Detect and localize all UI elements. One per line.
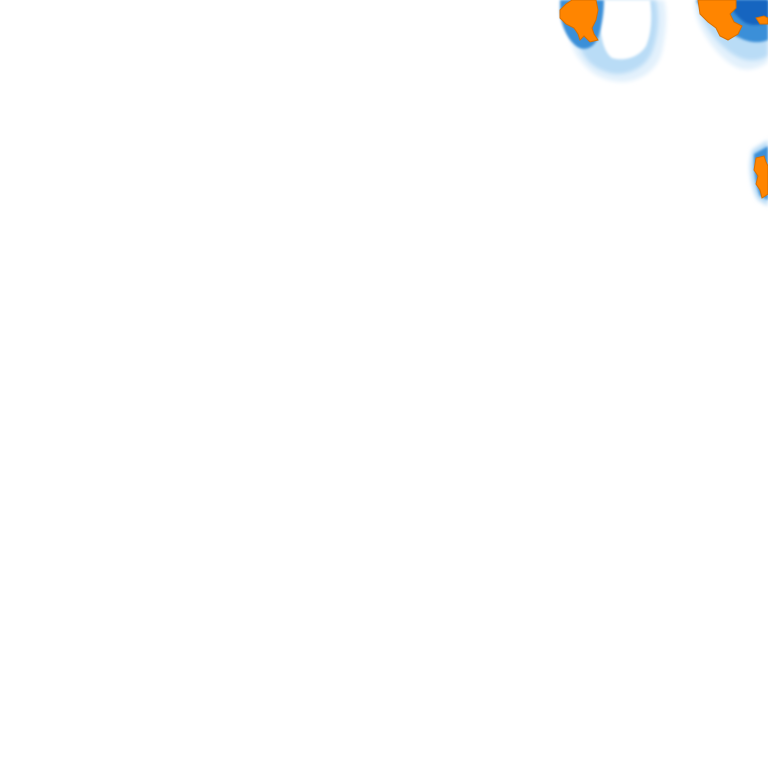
- precip-core: [753, 155, 768, 199]
- precip-core: [697, 0, 743, 41]
- precip-band-white-hole: [598, 0, 652, 60]
- radar-cell-east-edge[interactable]: [750, 140, 768, 206]
- precip-core-small: [755, 15, 768, 25]
- precip-core: [559, 0, 599, 43]
- radar-cell-north-center[interactable]: [559, 0, 667, 82]
- radar-cell-north-east[interactable]: [694, 0, 768, 70]
